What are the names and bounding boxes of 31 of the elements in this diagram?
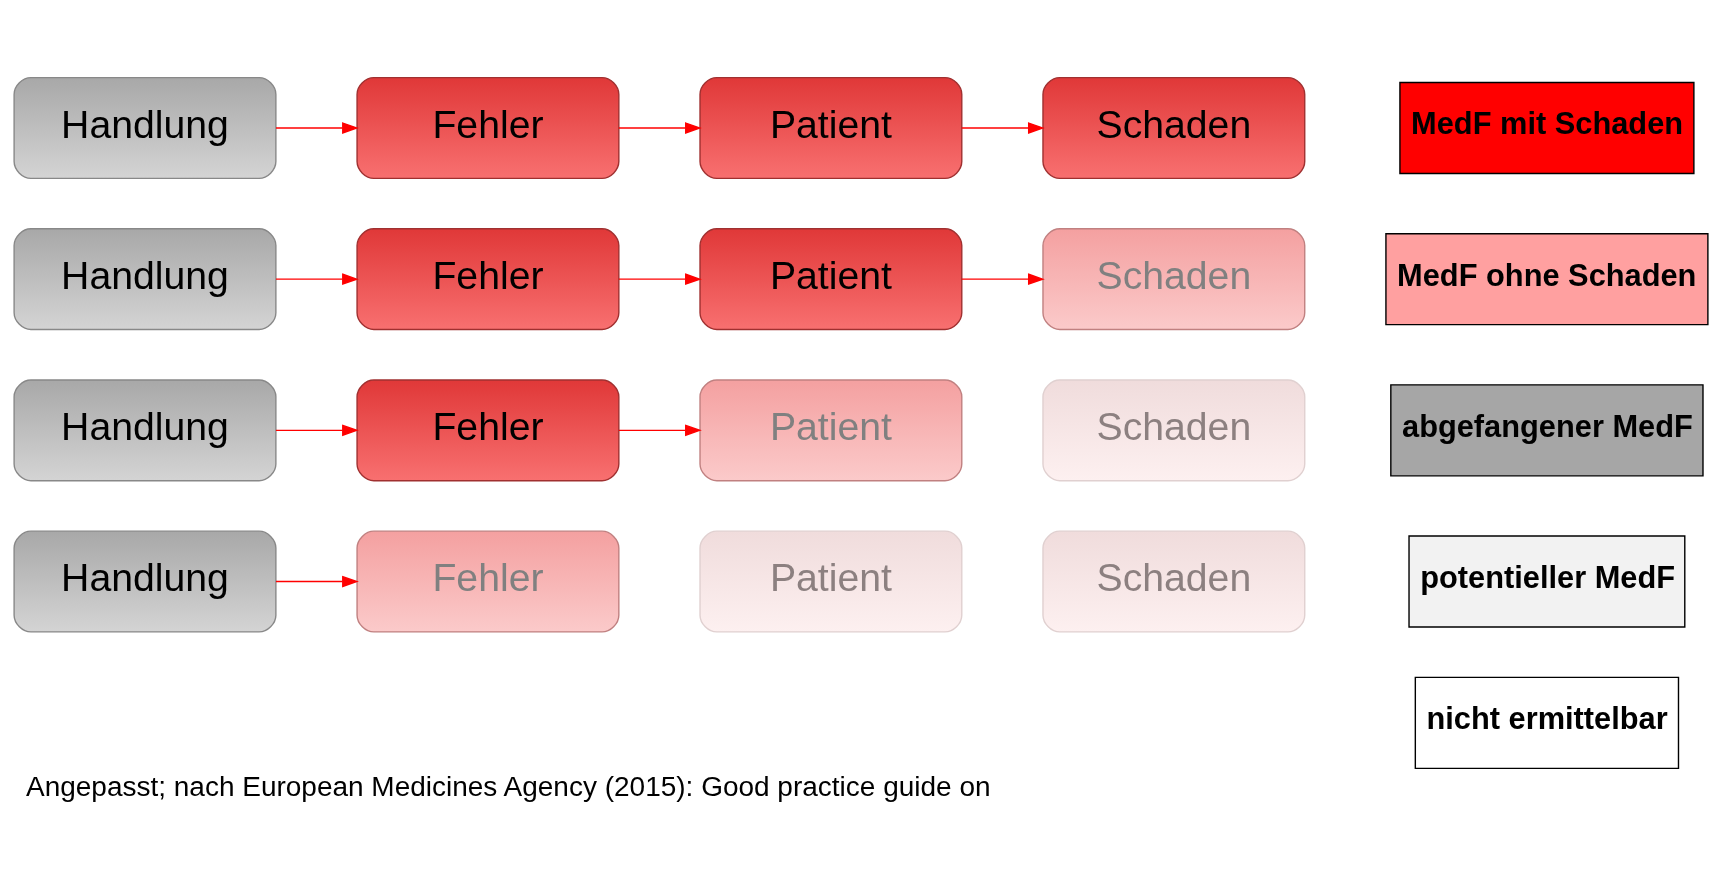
arrow xyxy=(275,273,359,286)
node-box: nicht ermittelbar xyxy=(1414,676,1680,770)
arrow xyxy=(961,122,1045,134)
node-box: abgefangener MedF xyxy=(1390,384,1704,477)
arrow xyxy=(618,273,702,286)
node-box: MedF mit Schaden xyxy=(1399,81,1695,175)
node-box: potentieller MedF xyxy=(1408,535,1686,628)
node-box: Patient xyxy=(699,76,963,180)
node-box: Handlung xyxy=(13,76,277,180)
arrow xyxy=(618,122,702,134)
node-box: Schaden xyxy=(1042,228,1306,331)
node-box: Handlung xyxy=(13,530,277,633)
node-box: MedF ohne Schaden xyxy=(1385,233,1709,326)
node-box: Patient xyxy=(699,379,963,482)
node-box: Schaden xyxy=(1042,530,1306,633)
node-box: Handlung xyxy=(13,228,277,331)
arrow xyxy=(275,424,359,437)
node-box: Fehler xyxy=(356,379,620,482)
arrow xyxy=(618,424,702,437)
node-box: Schaden xyxy=(1042,76,1306,180)
node-box: Handlung xyxy=(13,379,277,482)
caption: Angepasst; nach European Medicines Agency (2015): Good practice guide on xyxy=(25,771,991,803)
node-box: Patient xyxy=(699,228,963,331)
node-box: Schaden xyxy=(1042,379,1306,482)
node-box: Patient xyxy=(699,530,963,633)
arrow xyxy=(275,575,359,588)
node-box: Fehler xyxy=(356,228,620,331)
arrow xyxy=(961,273,1045,286)
node-box: Fehler xyxy=(356,530,620,633)
arrow xyxy=(275,122,359,134)
node-box: Fehler xyxy=(356,76,620,180)
